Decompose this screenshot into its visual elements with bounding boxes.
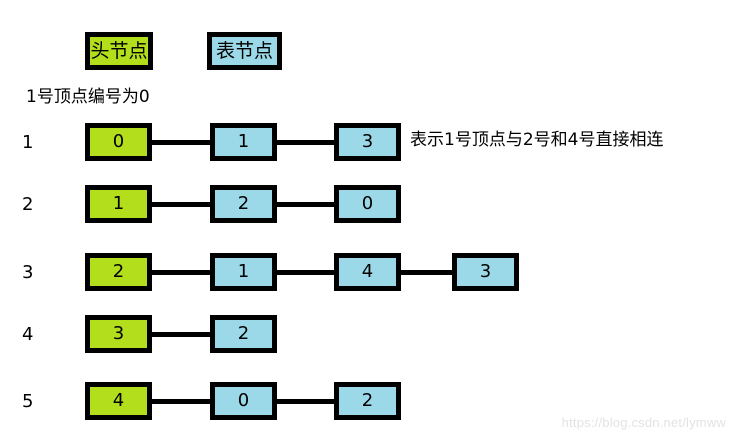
adjacency-row: 2 1 2 0	[0, 185, 738, 225]
node-value: 2	[237, 323, 250, 344]
node-value: 1	[237, 131, 250, 152]
legend-head-node-box: 头节点	[85, 32, 153, 70]
link-connector	[401, 270, 452, 275]
entry-node: 1	[210, 123, 277, 161]
annotation-text: 表示1号顶点与2号和4号直接相连	[410, 130, 664, 150]
link-connector	[152, 270, 210, 275]
entry-node: 2	[210, 315, 277, 353]
watermark: https://blog.csdn.net/lymww	[561, 415, 726, 430]
entry-node: 0	[210, 382, 277, 420]
link-connector	[277, 202, 334, 207]
node-value: 0	[237, 390, 250, 411]
caption-text: 1号顶点编号为0	[26, 87, 150, 107]
link-connector	[152, 140, 210, 145]
node-value: 0	[361, 193, 374, 214]
head-node: 1	[85, 185, 152, 223]
entry-node: 2	[210, 185, 277, 223]
node-value: 4	[112, 390, 125, 411]
head-node: 3	[85, 315, 152, 353]
row-index-label: 1	[22, 132, 34, 153]
row-index-label: 4	[22, 324, 34, 345]
node-value: 2	[112, 261, 125, 282]
entry-node: 0	[334, 185, 401, 223]
link-connector	[152, 332, 210, 337]
entry-node: 4	[334, 253, 401, 291]
entry-node: 3	[334, 123, 401, 161]
legend-table-node-label: 表节点	[215, 39, 273, 62]
legend-table-node-box: 表节点	[207, 32, 282, 70]
node-value: 0	[112, 131, 125, 152]
node-value: 1	[112, 193, 125, 214]
adjacency-row: 5 4 0 2	[0, 382, 738, 422]
entry-node: 1	[210, 253, 277, 291]
node-value: 3	[361, 131, 374, 152]
link-connector	[277, 270, 334, 275]
adjacency-row: 4 3 2	[0, 315, 738, 355]
node-value: 2	[361, 390, 374, 411]
node-value: 2	[237, 193, 250, 214]
head-node: 4	[85, 382, 152, 420]
head-node: 2	[85, 253, 152, 291]
row-index-label: 3	[22, 262, 34, 283]
entry-node: 3	[452, 253, 519, 291]
link-connector	[152, 399, 210, 404]
node-value: 4	[361, 261, 374, 282]
head-node: 0	[85, 123, 152, 161]
link-connector	[152, 202, 210, 207]
node-value: 3	[112, 323, 125, 344]
legend-head-node-label: 头节点	[90, 39, 148, 62]
adjacency-row: 1 0 1 3	[0, 123, 738, 163]
entry-node: 2	[334, 382, 401, 420]
node-value: 1	[237, 261, 250, 282]
link-connector	[277, 399, 334, 404]
node-value: 3	[479, 261, 492, 282]
adjacency-row: 3 2 1 4 3	[0, 253, 738, 293]
link-connector	[277, 140, 334, 145]
row-index-label: 2	[22, 194, 34, 215]
row-index-label: 5	[22, 391, 34, 412]
